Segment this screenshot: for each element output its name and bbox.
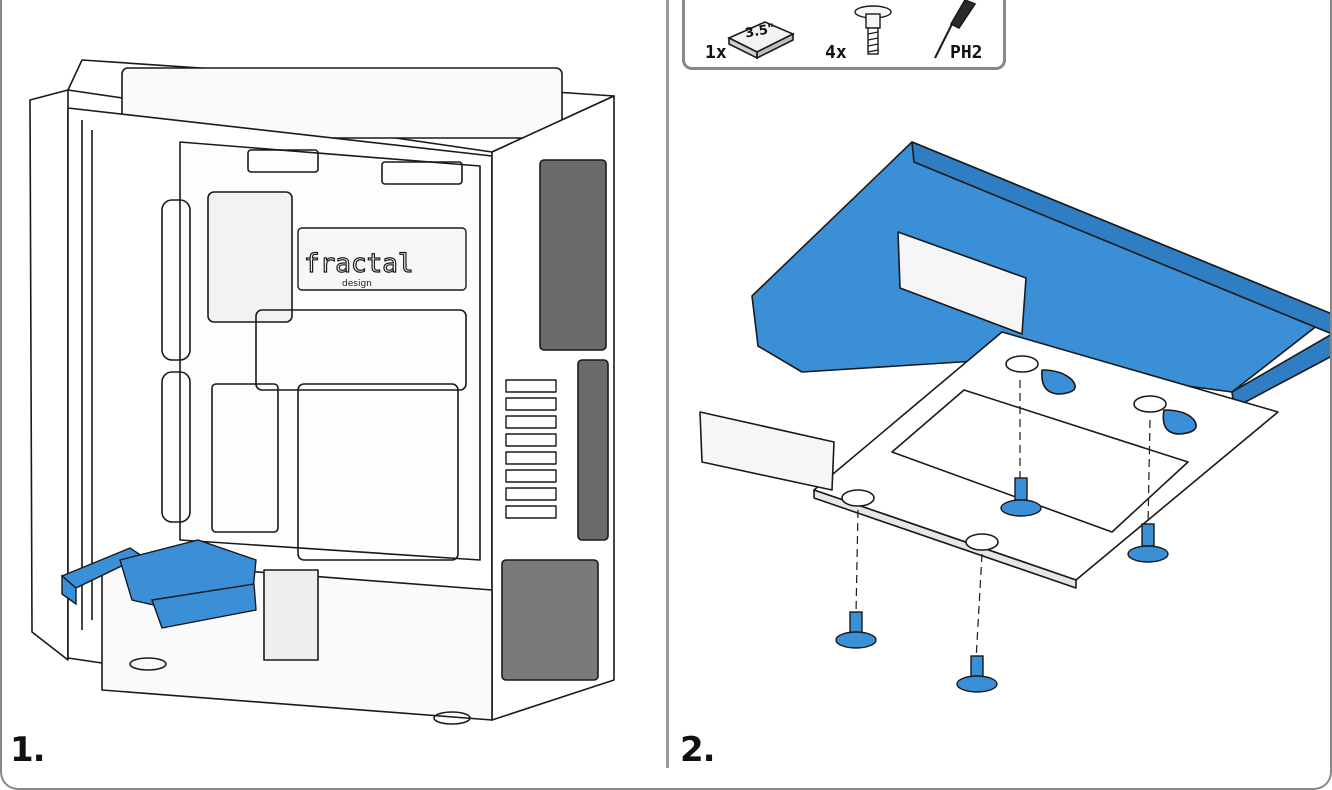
screw-quantity: 4x bbox=[825, 42, 847, 63]
mounting-screws bbox=[835, 477, 1169, 693]
screwdriver-label: PH2 bbox=[950, 42, 983, 63]
case-logo-sub: design bbox=[342, 279, 372, 289]
screw-4 bbox=[1127, 523, 1169, 563]
step-1-number: 1. bbox=[10, 730, 46, 770]
parts-box: 1x 3.5" 4x PH2 bbox=[682, 0, 1006, 70]
screw-2 bbox=[956, 655, 998, 693]
step1-case-illustration: fractal design bbox=[29, 59, 615, 725]
case-logo: fractal bbox=[304, 249, 414, 279]
hdd-quantity: 1x bbox=[705, 42, 727, 63]
panel-divider bbox=[666, 0, 669, 768]
step-2-number: 2. bbox=[680, 730, 716, 770]
hdd-icon bbox=[727, 0, 977, 60]
hdd-tray-highlight bbox=[60, 539, 257, 629]
screwdriver-icon bbox=[934, 0, 977, 59]
screw-icon bbox=[854, 5, 892, 55]
screw-3 bbox=[1000, 477, 1042, 517]
screw-1 bbox=[835, 611, 877, 649]
step2-hdd-illustration bbox=[699, 141, 1330, 693]
